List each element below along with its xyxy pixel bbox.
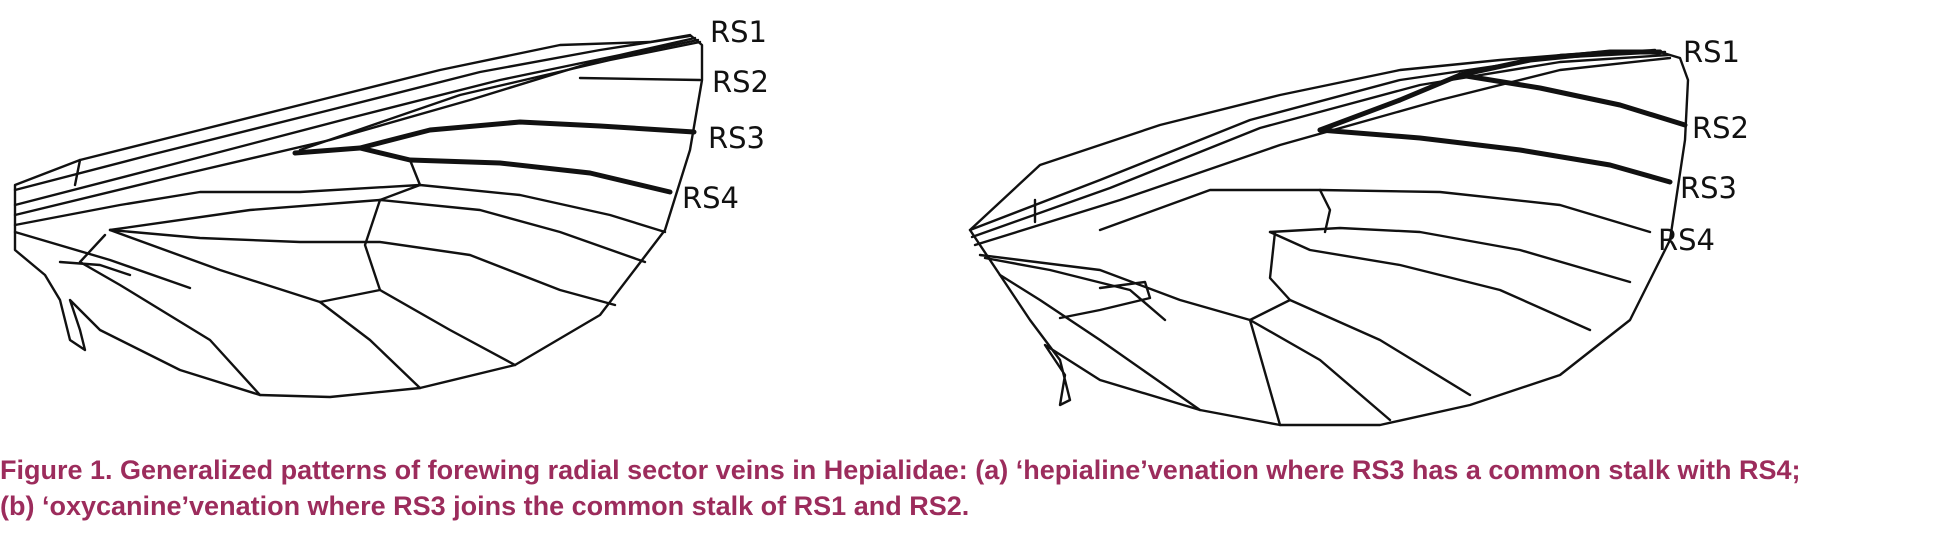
wing-a-media-3 (108, 228, 617, 307)
wing-a-rs1 (298, 40, 702, 152)
wing-b-anal-1 (983, 256, 1167, 322)
wing-a-label-rs2: RS2 (712, 65, 769, 99)
wing-b-cu-4 (978, 253, 1252, 322)
wing-a-media-2 (108, 198, 647, 264)
wing-b-cu-2 (1248, 318, 1392, 422)
forewing-venation-figure: RS1 RS2 RS3 RS4 RS1 RS2 RS3 RS4 (13, 15, 1749, 427)
wing-b-labels: RS1 RS2 RS3 RS4 (1658, 35, 1749, 257)
wing-b-outline (968, 50, 1690, 427)
wing-b-radius (973, 56, 1672, 247)
wing-b-cross-2 (1248, 230, 1292, 322)
wing-b-anal-3 (1058, 280, 1152, 320)
wing-a-rs3 (292, 119, 697, 156)
wing-b-label-rs2: RS2 (1692, 111, 1749, 145)
wing-a-cu-4 (13, 230, 192, 290)
wing-a-outline (13, 33, 704, 399)
wing-b-costa (968, 50, 1667, 232)
wing-b-rs-stalk (1317, 49, 1663, 133)
wing-b-subcosta (970, 53, 1670, 239)
caption-line-1: Figure 1. Generalized patterns of forewi… (0, 455, 1801, 485)
wing-b-anal-2 (998, 273, 1202, 412)
wing-a-media-1 (13, 183, 667, 234)
wing-a-cu-3 (108, 228, 322, 304)
figure-caption: Figure 1. Generalized patterns of forewi… (0, 452, 1945, 524)
wing-a-rs2 (578, 76, 702, 82)
wing-a-anal-1 (78, 233, 262, 397)
wing-a-cu-2 (318, 300, 422, 390)
wing-a-rs4 (357, 145, 673, 195)
wing-b-cross-1 (1318, 188, 1332, 234)
wing-b-label-rs3: RS3 (1680, 171, 1737, 205)
wing-a-costa (13, 34, 692, 192)
wing-b-rs3 (1317, 127, 1673, 185)
wing-a-label-rs4: RS4 (682, 181, 739, 215)
wing-a-cell-cross-1 (378, 158, 422, 202)
wing-b-cu-3 (1248, 318, 1282, 427)
wing-b-media-2 (1268, 226, 1632, 284)
wing-a-radius (13, 38, 700, 217)
wing-a-label-rs1: RS1 (710, 15, 767, 49)
wing-b-label-rs1: RS1 (1683, 35, 1740, 69)
wing-a-anal-2 (58, 260, 132, 277)
wing-b-media-3 (1268, 230, 1592, 332)
wing-a-hepialine (13, 33, 704, 399)
caption-line-2: (b) ‘oxycanine’venation where RS3 joins … (0, 491, 970, 521)
wing-b-label-rs4: RS4 (1658, 223, 1715, 257)
wing-b-cu-1 (1288, 298, 1472, 397)
wing-b-media-1 (1098, 188, 1652, 234)
wing-a-labels: RS1 RS2 RS3 RS4 (682, 15, 769, 215)
wing-b-oxycanine (968, 48, 1690, 427)
wing-a-costal-crossvein (73, 158, 82, 187)
wing-a-label-rs3: RS3 (708, 121, 765, 155)
wing-b-rs2 (1457, 72, 1688, 128)
wing-a-cell-cross-2 (318, 198, 382, 304)
wing-a-cu-1 (378, 288, 517, 367)
